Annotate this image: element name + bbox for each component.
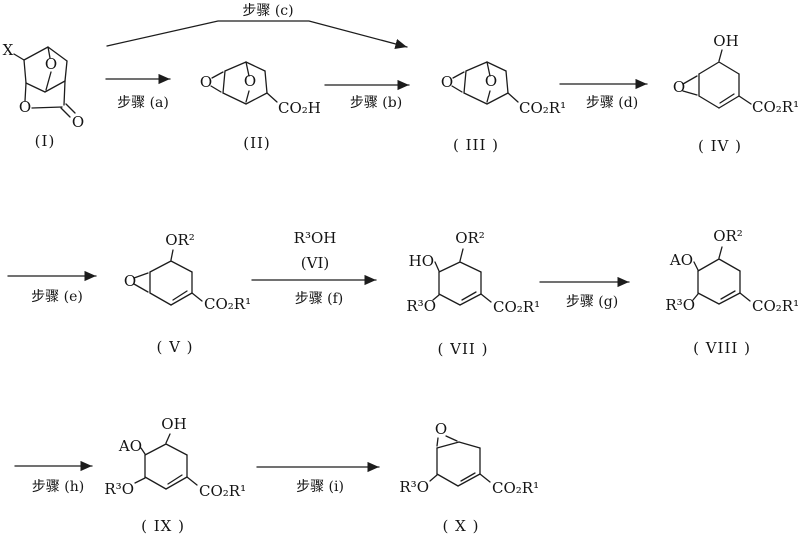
R3O-group-label: R³O	[104, 480, 134, 498]
step-b-label: 步骤 (b)	[349, 95, 403, 111]
epoxide-oxygen-label: O	[200, 73, 212, 91]
ester-group-label: CO₂R¹	[752, 297, 799, 315]
ester-group-label: CO₂R¹	[493, 298, 540, 316]
hydroxyl-label: OH	[713, 32, 738, 50]
compound-VII-structure: OR² HO R³O CO₂R¹	[406, 229, 540, 316]
step-c-label: 步骤 (c)	[242, 3, 294, 19]
step-g-label: 步骤 (g)	[565, 294, 619, 310]
compound-I-number: (I)	[34, 132, 56, 150]
compound-V-structure: OR² O CO₂R¹	[124, 231, 251, 313]
step-f-label: 步骤 (f)	[294, 291, 344, 307]
compound-VIII-structure: OR² AO R³O CO₂R¹	[665, 227, 799, 315]
OR2-group-label: OR²	[455, 229, 485, 247]
epoxide-oxygen-label: O	[124, 272, 136, 290]
epoxide-oxygen-label: O	[435, 420, 447, 438]
ester-group-label: CO₂R¹	[752, 98, 799, 116]
bridge-oxygen-label: O	[485, 72, 497, 90]
compound-X-number: ( X )	[442, 517, 480, 534]
hydroxyl-HO-label: HO	[409, 252, 434, 270]
step-a-label: 步骤 (a)	[117, 95, 169, 111]
OR2-group-label: OR²	[713, 227, 743, 245]
compound-X-structure: O R³O CO₂R¹	[399, 420, 539, 497]
compound-II-number: (II)	[243, 134, 271, 152]
compound-IV-structure: OH O CO₂R¹	[673, 32, 799, 116]
step-e-label: 步骤 (e)	[31, 289, 83, 305]
arrow-step-c	[106, 20, 408, 50]
compound-IX-number: ( IX )	[141, 517, 185, 534]
reagent-VI-number: (VI)	[300, 254, 330, 272]
hydroxyl-label: OH	[161, 415, 186, 433]
step-i-label: 步骤 (i)	[296, 479, 344, 495]
compound-II-structure: O O CO₂H	[200, 61, 321, 117]
ester-group-label: CO₂R¹	[204, 295, 251, 313]
compound-IV-number: ( IV )	[698, 137, 742, 155]
R3O-group-label: R³O	[399, 478, 429, 496]
lactone-oxygen-label: O	[19, 98, 31, 116]
epoxide-oxygen-label: O	[441, 73, 453, 91]
R3O-group-label: R³O	[665, 296, 695, 314]
carbonyl-oxygen-label: O	[72, 113, 84, 131]
step-h-label: 步骤 (h)	[31, 479, 85, 495]
ester-group-label: CO₂R¹	[519, 99, 566, 117]
epoxide-oxygen-label: O	[673, 78, 685, 96]
bridge-oxygen-label: O	[244, 72, 256, 90]
compound-III-number: ( III )	[452, 136, 500, 154]
compound-V-number: ( V )	[156, 338, 194, 356]
bridge-oxygen-label: O	[45, 55, 57, 73]
acid-group-label: CO₂H	[278, 99, 321, 117]
compound-VII-number: ( VII )	[437, 340, 489, 358]
reagent-R3OH-label: R³OH	[293, 229, 337, 247]
R3O-group-label: R³O	[406, 297, 436, 315]
AO-group-label: AO	[118, 437, 142, 455]
ester-group-label: CO₂R¹	[492, 479, 539, 497]
compound-IX-structure: OH AO R³O CO₂R¹	[104, 415, 246, 500]
OR2-group-label: OR²	[165, 231, 195, 249]
compound-III-structure: O O CO₂R¹	[441, 61, 566, 117]
AO-group-label: AO	[669, 251, 693, 269]
step-d-label: 步骤 (d)	[585, 95, 639, 111]
compound-I-structure: X O O O	[3, 41, 85, 131]
substituent-X-label: X	[3, 41, 14, 59]
compound-VIII-number: ( VIII )	[693, 339, 751, 357]
ester-group-label: CO₂R¹	[199, 482, 246, 500]
